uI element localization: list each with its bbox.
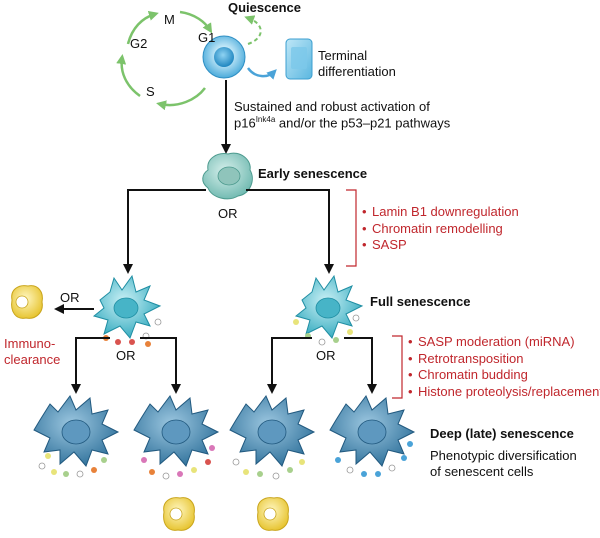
immune-cell-bottom-1 [163, 497, 195, 531]
deep-senescent-cell-3 [229, 395, 316, 467]
branch-left-right [140, 337, 181, 394]
activation-p16: p16 [234, 115, 256, 131]
bullet: • [408, 367, 413, 382]
phase-g2-label: G2 [130, 36, 148, 51]
full-senescent-cell-left [92, 274, 162, 339]
early-features-bracket [346, 189, 357, 267]
cycle-arc-m-to-g1 [179, 10, 213, 34]
full-feature-item: • Chromatin budding [408, 367, 600, 384]
immune-cell-bottom-2 [257, 497, 289, 531]
deep-senescence-label: Deep (late) senescence [430, 426, 574, 441]
or-label-early: OR [218, 206, 238, 221]
full-features-bracket [392, 335, 403, 399]
or-label-full-left: OR [116, 348, 136, 363]
phase-s-label: S [146, 84, 155, 99]
activation-line2: p16Ink4a and/or the p53–p21 pathways [234, 115, 450, 130]
activation-line2-rest: and/or the p53–p21 pathways [275, 115, 451, 131]
early-feature-item: • Lamin B1 downregulation [362, 204, 519, 221]
or-label-immuno: OR [60, 290, 80, 305]
branch-left [123, 189, 206, 274]
cell-cycle [116, 10, 262, 111]
bullet: • [408, 383, 413, 399]
terminal-label-line1: Terminal [318, 48, 368, 63]
sasp-dots-full [103, 314, 360, 347]
cycle-arc-g2-to-m [126, 10, 159, 45]
early-senescence-label: Early senescence [258, 166, 368, 181]
phenotypic-line1: Phenotypic diversification [430, 448, 577, 463]
bullet: • [362, 237, 367, 252]
phenotypic-line2: of senescent cells [430, 464, 534, 479]
bullet: • [362, 204, 367, 219]
deep-senescent-cell-2 [133, 395, 220, 467]
full-feature-text: Histone proteolysis/replacement [418, 383, 600, 399]
terminal-cell [285, 38, 313, 80]
immunoclearance-line2: clearance [4, 352, 61, 367]
branch-right [246, 189, 334, 274]
activation-p16-superscript: Ink4a [255, 115, 276, 124]
early-feature-text: Lamin B1 downregulation [372, 204, 519, 219]
immunoclearance-line1: Immuno- [4, 336, 56, 351]
or-label-full-right: OR [316, 348, 336, 363]
branch-left-left [71, 337, 110, 394]
early-feature-text: SASP [372, 237, 407, 252]
early-feature-item: • Chromatin remodelling [362, 221, 519, 238]
terminal-arrow [246, 67, 277, 80]
bullet: • [408, 350, 413, 366]
quiescence-label: Quiescence [228, 0, 301, 15]
full-feature-text: Retrotransposition [418, 350, 524, 366]
branch-right-left [267, 337, 312, 394]
full-feature-item: • Histone proteolysis/replacement [408, 384, 600, 401]
early-senescent-cell [202, 152, 253, 200]
cycle-arc-s-to-g2 [116, 54, 141, 98]
full-feature-item: • SASP moderation (miRNA) [408, 334, 600, 351]
full-feature-text: SASP moderation (miRNA) [418, 334, 575, 349]
bullet: • [362, 220, 367, 236]
deep-senescent-cell-1 [33, 395, 120, 467]
full-senescent-cell-right [294, 274, 364, 339]
sasp-dots-deep [38, 441, 413, 480]
immune-cell-top [11, 285, 43, 319]
full-feature-item: • Retrotransposition [408, 351, 600, 368]
quiescent-cell [202, 35, 246, 79]
phase-m-label: M [164, 12, 175, 27]
full-feature-text: Chromatin budding [418, 367, 528, 382]
deep-senescent-cell-4 [329, 395, 416, 467]
early-feature-item: • SASP [362, 237, 519, 254]
full-features-list: • SASP moderation (miRNA) • Retrotransposi… [408, 334, 600, 400]
quiescence-loop-arrow [244, 15, 262, 45]
full-senescence-label: Full senescence [370, 294, 471, 309]
cycle-arc-g1-to-s [156, 87, 206, 111]
early-features-list: • Lamin B1 downregulation • Chromatin remo… [362, 204, 519, 254]
terminal-label-line2: differentiation [318, 64, 396, 79]
bullet: • [408, 334, 413, 349]
phase-g1-label: G1 [198, 30, 216, 45]
branch-right-right [344, 337, 377, 394]
activation-line1: Sustained and robust activation of [234, 99, 430, 114]
early-feature-text: Chromatin remodelling [372, 220, 503, 236]
